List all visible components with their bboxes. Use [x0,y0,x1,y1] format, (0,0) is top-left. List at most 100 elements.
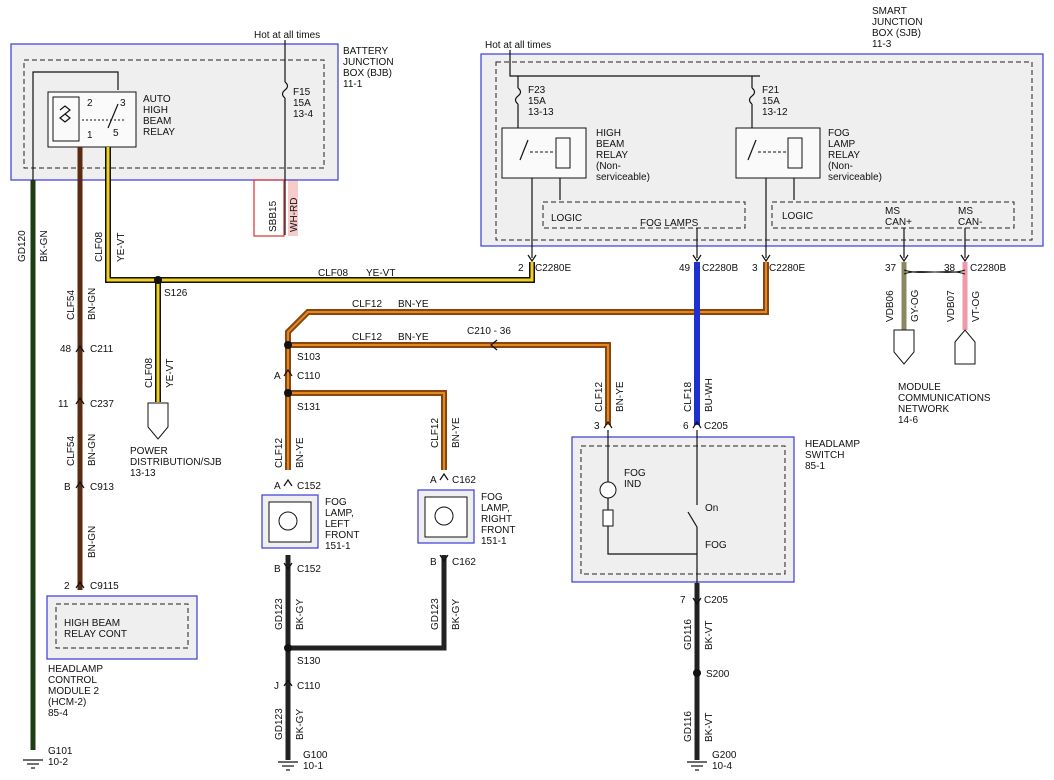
c2280e-b-label: C2280E [769,263,805,274]
bjb-title-3: BOX (BJB) [343,68,392,79]
hbrc-label-2: RELAY CONT [64,629,127,640]
c152-a-label: C152 [297,481,321,492]
c205-pin-7: 7 [680,595,686,606]
grounds: G101 10-2 G100 10-1 G200 10-4 [23,746,737,772]
relay-pin-2: 2 [87,98,93,109]
fog-lamp-lf-bulb-icon [278,511,298,531]
c152-b-pin: B [274,564,281,575]
arrow-c913 [75,480,85,489]
c152-b-label: C152 [297,564,321,575]
power-dist-label-3: 13-13 [130,468,156,479]
wire-clf08 [106,147,534,282]
vdb07-label: VDB07 [946,290,957,322]
fog-ind-label-1: FOG [624,468,646,479]
fog-lamp-rf-label-1: FOG [481,492,503,503]
wh-rd-wire [288,180,298,236]
splice-s200 [693,669,701,677]
wire-labels: GD120 BK-GN CLF08 YE-VT CLF08 YE-VT CLF0… [17,230,982,742]
hcm-label-2: CONTROL [48,675,97,686]
bk-gy-a-label: BK-GY [295,599,306,630]
arrow-c2280b-can-plus [899,254,909,263]
splice-s103 [284,341,292,349]
headlamp-switch-inner [580,445,786,575]
c162-a-pin: A [430,475,437,486]
high-beam-relay [501,127,587,179]
ms-can-plus-1: MS [885,206,900,217]
c110-j-label: C110 [297,681,321,692]
splice-s126 [154,276,162,284]
clf08-b-label: CLF08 [144,358,155,388]
arrow-c162-b [439,554,449,563]
clf12-sw-label: CLF12 [594,382,605,412]
wire-clf12-switch-stripe [288,344,609,425]
arrow-c205-6 [692,420,702,429]
logic-label-1: LOGIC [551,213,582,224]
relay-switch-arm [107,103,119,129]
arrow-c162-a [439,472,449,481]
fog-relay-label-2: LAMP [828,139,856,150]
ye-vt-h-label: YE-VT [366,268,395,279]
fog-lamp-lf-label-3: LEFT [325,519,349,530]
c211-pin: 48 [60,344,72,355]
components: POWER DISTRIBUTION/SJB 13-13 MODULE COMM… [46,329,991,719]
c152-a-pin: A [274,481,281,492]
g101-label-2: 10-2 [48,757,68,768]
c2280b-b-label: C2280B [970,263,1006,274]
relay-label-1: AUTO [143,94,171,105]
hb-relay-coil [555,137,571,169]
sjb-inner-dashed [495,61,1033,241]
bn-ye-mid-label: BN-YE [398,332,429,343]
sbb15-fuse-box [253,179,285,237]
fog-lamp-lf-label-2: LAMP, [325,508,354,519]
clf12-rf-label: CLF12 [430,418,441,448]
can-plus-connector-icon [893,329,915,365]
splice-s103-label: S103 [297,352,321,363]
clf12-top-label: CLF12 [352,299,382,310]
sjb-title-3: BOX (SJB) [872,28,921,39]
arrow-c9115 [75,580,85,589]
fog-lamp-rf-bulb-icon [434,506,454,526]
gd120-label: GD120 [17,230,28,262]
c2280b-a-label: C2280B [702,263,738,274]
c205-top-label: C205 [704,421,728,432]
wire-clf12-main-stripe [287,262,767,470]
c237-label: C237 [90,399,114,410]
headlamp-switch-label-3: 85-1 [805,461,825,472]
c9115-label: C9115 [90,581,119,592]
fog-relay-label-4: (Non- [828,161,853,172]
fuse-f15-label-3: 13-4 [293,109,313,120]
hb-relay-label-3: RELAY [596,150,628,161]
bu-wh-label: BU-WH [704,378,715,412]
fog-lamp-rf-label-4: FRONT [481,525,515,536]
fog-ind-lamp-icon [599,481,617,499]
c913-label: C913 [90,482,114,493]
bn-gn-b-label: BN-GN [87,434,98,466]
g101-label-1: G101 [48,746,73,757]
wh-rd-label: WH-RD [289,198,300,232]
power-dist-connector-icon [147,402,169,440]
switch-contact-icon [687,511,698,528]
splice-s126-label: S126 [164,288,188,299]
module-comm-label-4: 14-6 [898,415,918,426]
g200-label-2: 10-4 [712,761,732,772]
gd116-b-label: GD116 [683,711,694,742]
connectors: 2 C2280E 49 C2280B 3 C2280E 37 38 C2280B… [58,263,1006,692]
gy-og-label: GY-OG [910,289,921,322]
relay-pin-5: 5 [113,128,119,139]
arrow-c205-3 [603,420,613,429]
bk-gn-label: BK-GN [39,230,50,262]
headlamp-switch-label-2: SWITCH [805,450,844,461]
c205-bot-label: C205 [704,595,728,606]
fuse-f15-label-2: 15A [293,98,311,109]
sjb-hot-label: Hot at all times [485,40,551,51]
gd123-c-label: GD123 [274,708,285,740]
headlamp-switch-label-1: HEADLAMP [805,439,860,450]
c9115-pin: 2 [64,581,70,592]
gd123-b-label: GD123 [430,598,441,630]
c2280b-b-pin1: 37 [885,263,897,274]
hb-relay-label-4: (Non- [596,161,621,172]
vdb06-label: VDB06 [885,290,896,322]
ye-vt-v-label: YE-VT [116,233,127,262]
hb-relay-label-2: BEAM [596,139,624,150]
